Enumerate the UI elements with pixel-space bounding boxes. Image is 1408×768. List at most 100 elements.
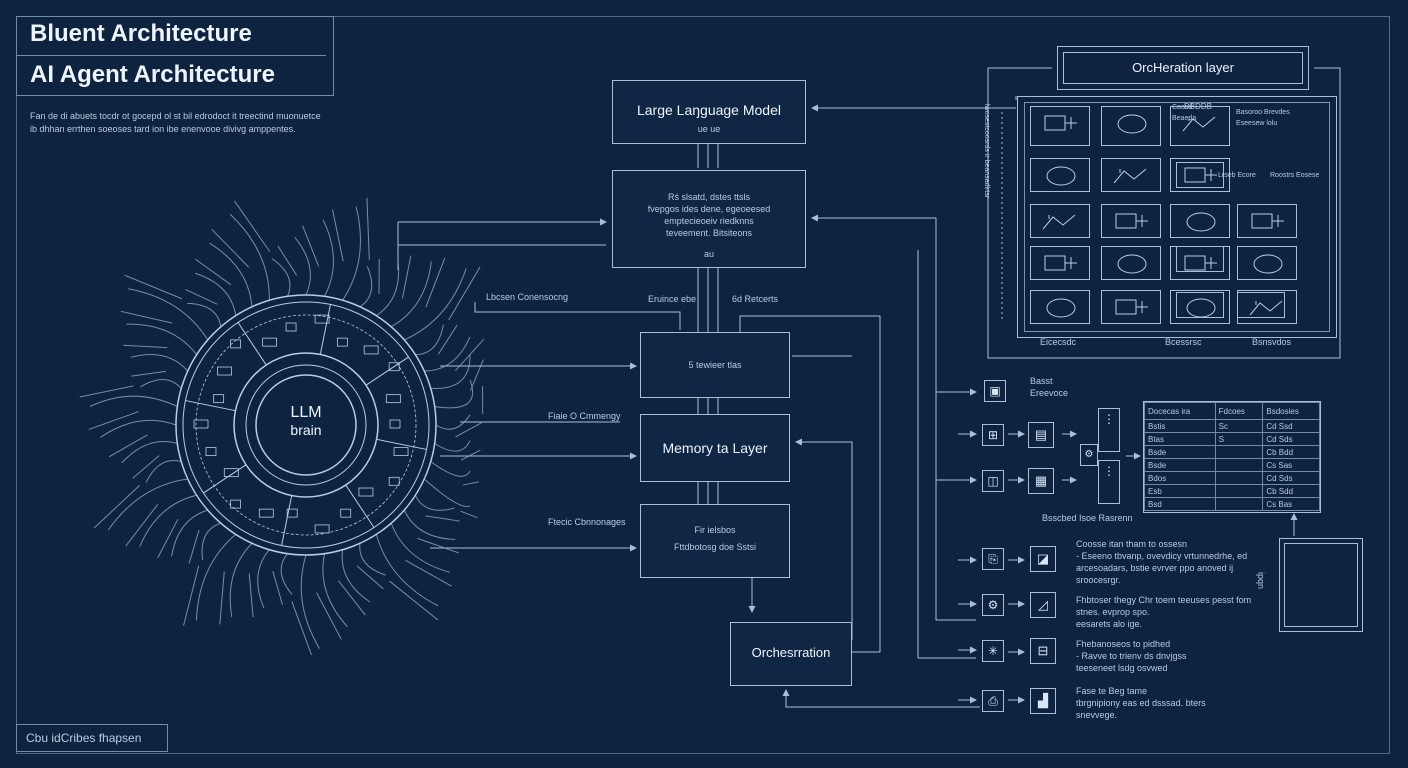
- table-cell: Bdos: [1144, 471, 1216, 485]
- table-cell: [1214, 445, 1264, 459]
- brain-label-1: LLM: [290, 404, 322, 421]
- side-vertical-label: ipqn: [1256, 572, 1266, 590]
- note-4-line-1: Fase te Beg tame: [1076, 686, 1148, 696]
- orch-module-cell: [1170, 204, 1230, 238]
- page-description: Fan de di abuets tocdr ot gocepd ol st b…: [30, 111, 321, 134]
- note-1-line-1: Coosse itan tham to ossesn: [1076, 539, 1188, 549]
- llm-to-process-wires: [697, 144, 719, 168]
- hub-icon: ◫: [982, 470, 1004, 492]
- process-to-tools-wires: [697, 268, 719, 332]
- right-trunk-2-wire: [917, 250, 976, 659]
- table-cell: Bsde: [1144, 458, 1216, 472]
- top-mini-label-2: Ereevoce: [1030, 388, 1069, 398]
- panel-text-2: Beaeda: [1172, 115, 1197, 122]
- orch-module-cell: [1030, 204, 1090, 238]
- orch-panel-outer: [1017, 96, 1337, 338]
- note-1: Coosse itan tham to ossesn - Eseeno tbva…: [1076, 538, 1256, 586]
- orch-module-cell: [1101, 246, 1161, 280]
- title-box: [16, 16, 334, 96]
- orch-module-cell: [1176, 162, 1224, 188]
- table-cell: [1214, 484, 1264, 498]
- table-cell: Bsd: [1144, 497, 1216, 511]
- side-panel-rect-inner: [1284, 543, 1358, 627]
- orch-panel-inner: [1024, 102, 1330, 332]
- orch-module-cell: [1170, 106, 1230, 146]
- note-3: Fhebanoseos to pidhed - Ravve to trienv …: [1076, 638, 1256, 674]
- mid-label-right: 6d Retcerts: [732, 294, 779, 304]
- module-icon: ▦: [1028, 468, 1054, 494]
- table-cell: Esb: [1144, 484, 1216, 498]
- table-cell: [1214, 497, 1264, 511]
- orch-module-cell: [1101, 106, 1161, 146]
- note-2: Fhbtoser thegy Chr toem teeuses pesst fo…: [1076, 594, 1256, 630]
- side-label-top: Lbcsen Conensocng: [486, 292, 569, 302]
- orch-panel-title: OrcHeration layer: [1132, 60, 1234, 75]
- orch-module-cell: [1237, 292, 1285, 318]
- page-title: AI Agent Architecture: [30, 61, 275, 88]
- process-line-3: emptecieoeiv riedknns: [664, 216, 754, 226]
- right-trunk-wire: [935, 218, 976, 621]
- note-4-line-2: tbrgnipiony eas ed dsssad. bters: [1076, 698, 1206, 708]
- table-cell: Bstis: [1144, 419, 1216, 433]
- sensor-box-line-2: Fttdbotosg doe Sstsi: [673, 542, 757, 552]
- orchestration-box: Orchesrration: [730, 622, 852, 686]
- sensor-box-line-1: Fir ielsbos: [694, 525, 736, 535]
- table-cell: Cb Sdd: [1262, 484, 1320, 498]
- network-icon: ⊞: [982, 424, 1004, 446]
- module-glyph-icon: [1044, 115, 1077, 131]
- settings-icon: ⚙: [982, 594, 1004, 616]
- orch-module-cell: [1101, 158, 1161, 192]
- table-cell: Cd Sds: [1262, 471, 1320, 485]
- top-mini-label-1: Basst: [1030, 376, 1053, 386]
- brain-graphic: [79, 197, 485, 656]
- note-3-line-3: teeseneet lsdg osvwed: [1076, 663, 1168, 673]
- node-cluster-icon-2: ⋮: [1098, 460, 1120, 504]
- module-glyph-icon: [1184, 255, 1217, 271]
- clipboard-icon: ◪: [1030, 546, 1056, 572]
- table-header: Docecas ira: [1144, 402, 1216, 420]
- side-label-bottom: Ftecic Cbnnonages: [548, 517, 626, 527]
- orch-module-cell: [1176, 246, 1224, 272]
- chip-icon: ▤: [1028, 422, 1054, 448]
- gear-icon: ⚙: [1080, 444, 1098, 466]
- orch-module-cell: [1030, 106, 1090, 146]
- table-row: Bdos Cd Sds: [1144, 471, 1320, 485]
- module-glyph-icon: [1046, 166, 1076, 186]
- brain-to-process-wire: [397, 218, 607, 270]
- module-glyph-icon: [1186, 212, 1216, 232]
- panel-text-3: Basoroo Brevdes: [1236, 109, 1290, 116]
- table-cell: Btas: [1144, 432, 1216, 446]
- orch-title-inner: [1063, 52, 1303, 84]
- module-glyph-icon: [1042, 214, 1076, 230]
- table-row: Esb Cb Sdd: [1144, 484, 1320, 498]
- note-3-line-1: Fhebanoseos to pidhed: [1076, 639, 1171, 649]
- brain-label: LLM brain: [266, 404, 346, 438]
- footer-label: Cbu idCribes fhapsen: [26, 731, 142, 745]
- orch-side-caption: lwosestcoosrds ir beansadlrtsr: [983, 104, 990, 199]
- panel-text-1: Caosd: [1172, 104, 1193, 111]
- process-box-text: Rś slsatd, dstes ttsls fvepgos ides dene…: [613, 191, 805, 239]
- orch-module-cell: [1170, 158, 1230, 192]
- module-glyph-icon: [1044, 255, 1077, 271]
- orch-module-cell: [1030, 246, 1090, 280]
- chart-icon: ◿: [1030, 592, 1056, 618]
- note-4: Fase te Beg tame tbrgnipiony eas ed dsss…: [1076, 685, 1256, 721]
- table-cell: Cb Bdd: [1262, 445, 1320, 459]
- brain-upper-wire: [474, 302, 681, 330]
- orch-module-cell: [1237, 204, 1297, 238]
- llm-box: Large Laŋguage Model ue ue: [612, 80, 806, 144]
- note-1-line-3: arcesoadars, bstie evrver ppo anoved ij: [1076, 563, 1234, 573]
- llm-box-title: Large Laŋguage Model: [636, 102, 781, 118]
- brain-branch-wire: [397, 244, 606, 270]
- orchestration-box-title: Orchesrration: [751, 645, 831, 660]
- module-glyph-icon: [1115, 299, 1148, 315]
- orch-to-memory-wire: [795, 438, 853, 640]
- table-cell: Sc: [1214, 419, 1264, 433]
- table-cell: Cs Sas: [1262, 458, 1320, 472]
